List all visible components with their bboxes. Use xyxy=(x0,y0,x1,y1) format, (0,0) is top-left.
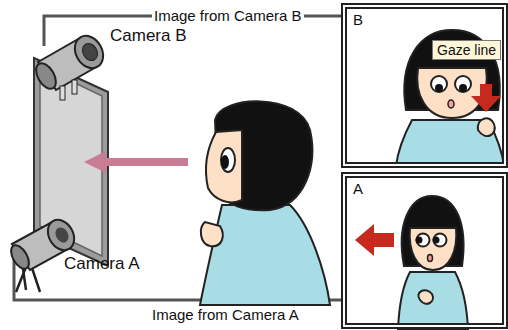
person xyxy=(200,101,330,305)
gaze-label: Gaze line xyxy=(437,42,496,58)
gaze-arrow-down xyxy=(471,84,501,112)
view-arrow xyxy=(84,151,188,173)
camera-name: Camera A xyxy=(62,254,142,274)
camera-a xyxy=(7,215,79,292)
person-front-a xyxy=(398,196,468,330)
panel-letter: B xyxy=(353,11,496,28)
gaze-arrow-left xyxy=(355,224,394,256)
camera-panel: A xyxy=(345,176,504,325)
camera-b xyxy=(32,31,109,100)
image-caption: Image from Camera B xyxy=(152,7,304,24)
person-front-b xyxy=(396,30,504,166)
panel-letter: A xyxy=(353,180,496,197)
image-caption: Image from Camera A xyxy=(150,306,301,323)
gaze-label-box: Gaze line xyxy=(432,40,501,60)
camera-panel: B Gaze line xyxy=(345,7,504,164)
camera-name: Camera B xyxy=(108,26,189,46)
